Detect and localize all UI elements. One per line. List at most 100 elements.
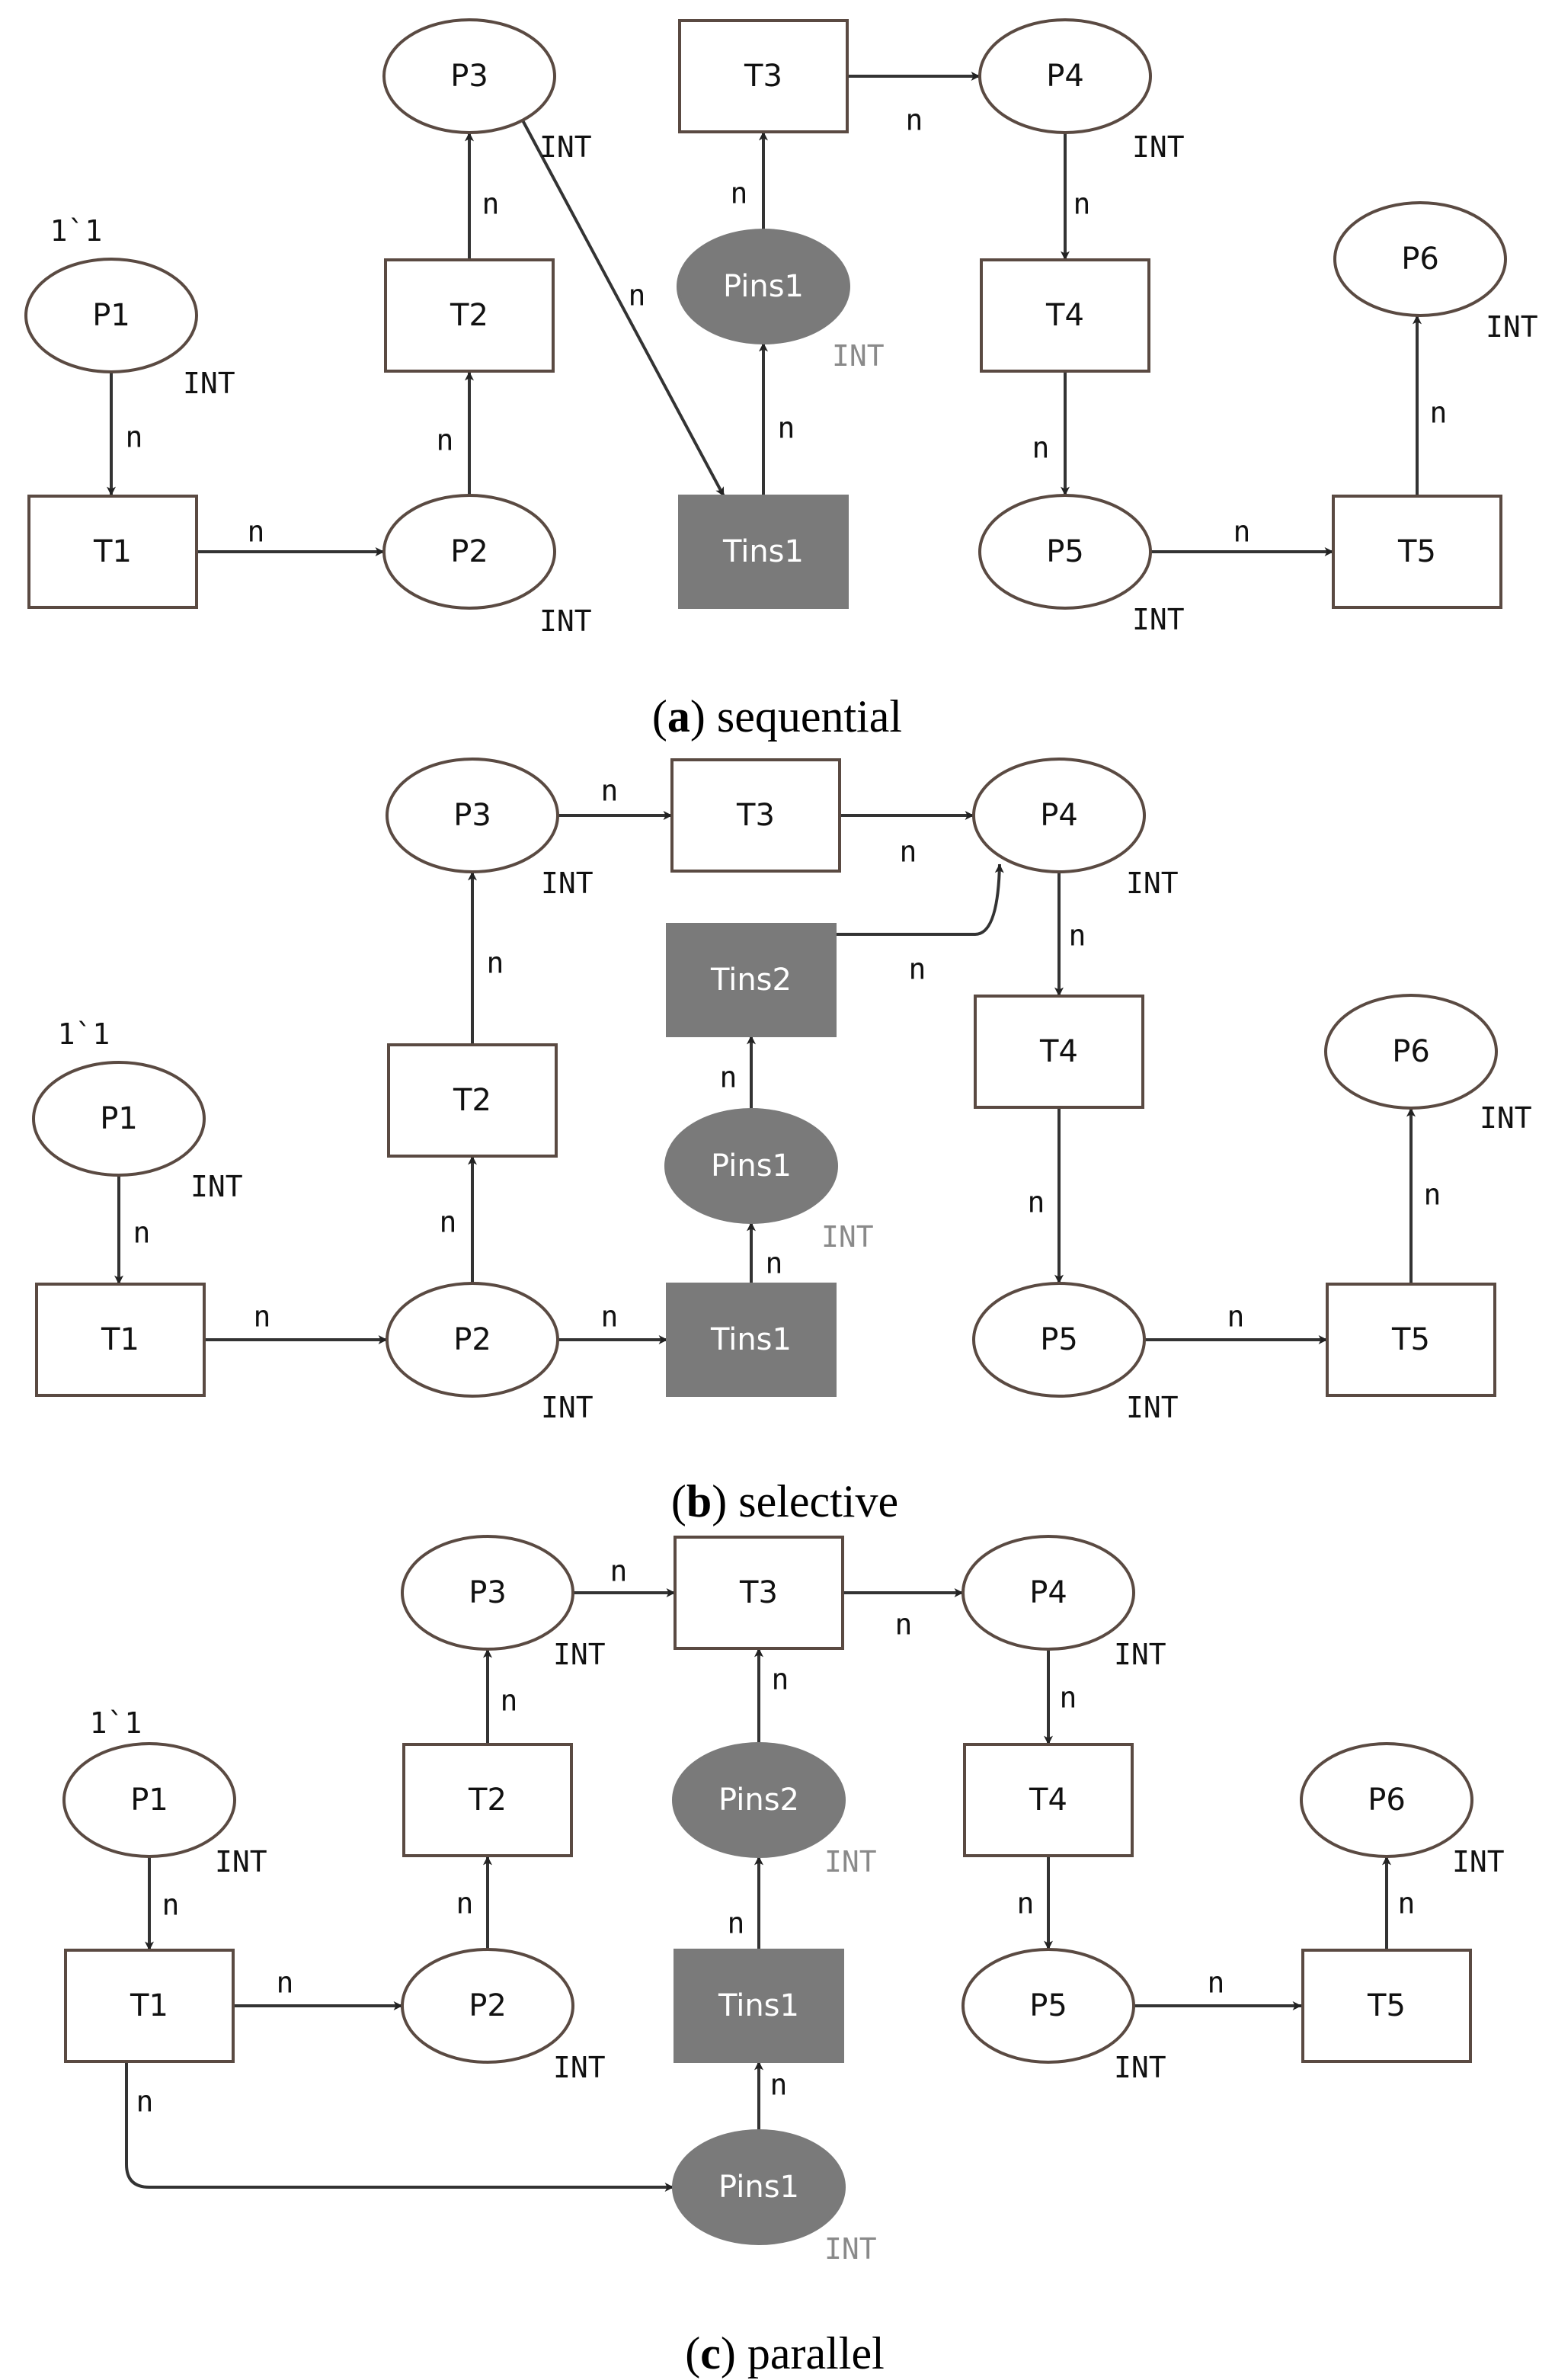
subfig-c-place-label-p1: P1: [130, 1783, 168, 1818]
subfig-c-place-p1: [62, 1742, 236, 1858]
subfig-c-arc-label-t1-to-pins1: n: [136, 2085, 154, 2119]
subfig-b-arc-label-t3-to-p4: n: [900, 835, 917, 869]
subfig-c-arc-label-pins1-to-tins1: n: [770, 2068, 788, 2102]
subfig-b-initial-marking-p1: 1`1: [58, 1017, 110, 1051]
subfig-a-transition-t5: [1332, 495, 1502, 609]
subfig-a-arc-label-t2-to-p3: n: [482, 187, 500, 221]
subfig-b-place-p5: [972, 1282, 1146, 1398]
subfig-b-colorset-p6: INT: [1480, 1101, 1532, 1135]
subfig-c-place-p3: [401, 1535, 574, 1651]
subfig-c-arc-label-pins2-to-t3: n: [772, 1663, 789, 1696]
subfig-b-transition-t3: [670, 758, 841, 873]
caption-b: (b) selective: [671, 1476, 898, 1526]
subfig-a-arc-p3-to-tins1: [521, 120, 725, 497]
subfig-a-colorset-p4: INT: [1132, 130, 1185, 164]
subfig-a-place-label-p2: P2: [450, 534, 488, 569]
subfig-c-colorset-p6: INT: [1452, 1845, 1505, 1879]
subfig-c-transition-label-t5: T5: [1367, 1988, 1406, 2023]
subfigure-b-selective: nnnnnnnnnnnnnnT1T2Tins1Tins2T3T4T5P1INT1…: [32, 758, 1532, 1424]
subfig-b-colorset-p2: INT: [541, 1391, 594, 1424]
subfig-c-arc-label-p2-to-t2: n: [456, 1887, 474, 1920]
caption-c: (c) parallel: [685, 2328, 885, 2378]
subfig-c-place-label-pins2: Pins2: [718, 1783, 799, 1818]
subfig-c-arc-label-t3-to-p4: n: [895, 1608, 913, 1642]
subfig-c-place-pins1: [672, 2129, 846, 2245]
subfig-a-place-p2: [382, 494, 556, 610]
subfig-b-transition-label-t3: T3: [736, 798, 775, 833]
subfig-b-place-label-p6: P6: [1392, 1034, 1430, 1069]
subfig-c-place-pins2: [672, 1742, 846, 1858]
subfig-a-place-pins1: [677, 229, 850, 344]
subfig-b-arc-label-tins2-to-p4: n: [909, 953, 926, 986]
subfigure-a-sequential: nnnnnnnnnnnnT1T2Tins1T3T4T5P1INT1`1P2INT…: [24, 18, 1538, 638]
subfig-b-arc-tins2-to-p4: [835, 863, 1004, 936]
subfig-c-colorset-p4: INT: [1114, 1638, 1166, 1671]
subfig-a-place-label-pins1: Pins1: [723, 269, 804, 304]
subfig-c-transition-label-t4: T4: [1029, 1783, 1067, 1818]
subfig-a-place-p5: [978, 494, 1152, 610]
subfig-c-transition-t3: [674, 1536, 844, 1650]
subfig-a-transition-label-t1: T1: [93, 534, 132, 569]
subfig-b-colorset-pins1: INT: [821, 1220, 874, 1254]
subfig-a-colorset-pins1: INT: [832, 339, 885, 373]
subfig-c-place-label-p3: P3: [469, 1575, 507, 1610]
caption-c-letter: c: [700, 2328, 721, 2378]
subfig-a-place-label-p3: P3: [450, 59, 488, 94]
subfig-b-place-label-p2: P2: [453, 1322, 491, 1357]
subfig-b-arc-label-t5-to-p6: n: [1424, 1178, 1441, 1212]
subfig-a-arc-label-p3-to-tins1: n: [629, 279, 646, 312]
subfig-b-colorset-p3: INT: [541, 866, 594, 900]
subfig-b-transition-label-tins2: Tins2: [710, 963, 792, 998]
subfig-b-place-p2: [386, 1282, 559, 1398]
subfig-a-place-label-p4: P4: [1046, 59, 1084, 94]
subfig-a-arc-label-p2-to-t2: n: [437, 424, 454, 457]
subfig-b-colorset-p1: INT: [190, 1170, 243, 1203]
subfig-c-transition-tins1: [674, 1949, 844, 2063]
subfig-c-place-label-pins1: Pins1: [718, 2170, 799, 2205]
subfig-c-arc-label-t2-to-p3: n: [501, 1684, 518, 1718]
subfig-a-colorset-p6: INT: [1486, 310, 1538, 344]
subfig-b-place-label-p1: P1: [100, 1101, 138, 1136]
subfig-a-place-p4: [978, 18, 1152, 134]
subfig-a-transition-tins1: [678, 495, 849, 609]
subfig-c-place-p6: [1300, 1742, 1473, 1858]
subfig-b-place-pins1: [664, 1108, 838, 1224]
subfig-a-place-label-p1: P1: [92, 298, 130, 333]
subfig-b-colorset-p4: INT: [1126, 866, 1179, 900]
caption-a-letter: a: [667, 691, 690, 742]
subfig-a-transition-label-t3: T3: [744, 59, 782, 94]
caption-a: (a) sequential: [652, 691, 902, 742]
subfig-b-transition-label-t2: T2: [453, 1083, 491, 1118]
subfig-c-arc-label-tins1-to-pins2: n: [728, 1907, 745, 1940]
subfig-c-place-label-p2: P2: [469, 1988, 507, 2023]
subfig-c-arc-t1-to-pins1: [125, 2061, 674, 2192]
subfig-b-place-p6: [1324, 994, 1498, 1110]
subfig-c-arc-label-p1-to-t1: n: [162, 1888, 180, 1922]
caption-c-text: parallel: [747, 2328, 885, 2378]
subfig-c-colorset-p3: INT: [553, 1638, 606, 1671]
subfig-a-place-p6: [1333, 201, 1507, 317]
subfig-c-transition-t1: [64, 1949, 235, 2063]
subfig-b-arc-label-p5-to-t5: n: [1227, 1300, 1245, 1334]
subfig-c-arc-label-p4-to-t4: n: [1060, 1681, 1077, 1715]
subfig-b-arc-label-p2-to-tins1: n: [601, 1300, 619, 1334]
subfig-a-transition-t1: [27, 495, 198, 609]
subfig-a-place-label-p6: P6: [1401, 242, 1439, 277]
subfig-c-transition-t4: [963, 1743, 1134, 1857]
subfig-b-transition-t4: [974, 995, 1144, 1109]
subfig-a-arc-label-t1-to-p2: n: [248, 515, 265, 549]
subfig-b-transition-label-t1: T1: [101, 1322, 139, 1357]
subfig-c-arc-label-p5-to-t5: n: [1208, 1966, 1225, 2000]
subfig-a-transition-t3: [678, 19, 849, 133]
subfig-b-arc-label-p1-to-t1: n: [133, 1216, 151, 1250]
subfig-b-colorset-p5: INT: [1126, 1391, 1179, 1424]
subfig-c-colorset-pins1: INT: [824, 2232, 877, 2266]
subfig-b-arc-label-p2-to-t2: n: [440, 1206, 457, 1239]
subfig-a-transition-label-t5: T5: [1397, 534, 1436, 569]
subfig-b-transition-label-tins1: Tins1: [710, 1322, 792, 1357]
subfigure-c-parallel: nnnnnnnnnnnnnnT1T2Tins1T3T4T5P1INT1`1P2I…: [62, 1535, 1505, 2266]
subfig-c-place-p2: [401, 1948, 574, 2064]
subfig-a-transition-label-tins1: Tins1: [722, 534, 804, 569]
subfig-b-transition-label-t4: T4: [1039, 1034, 1078, 1069]
